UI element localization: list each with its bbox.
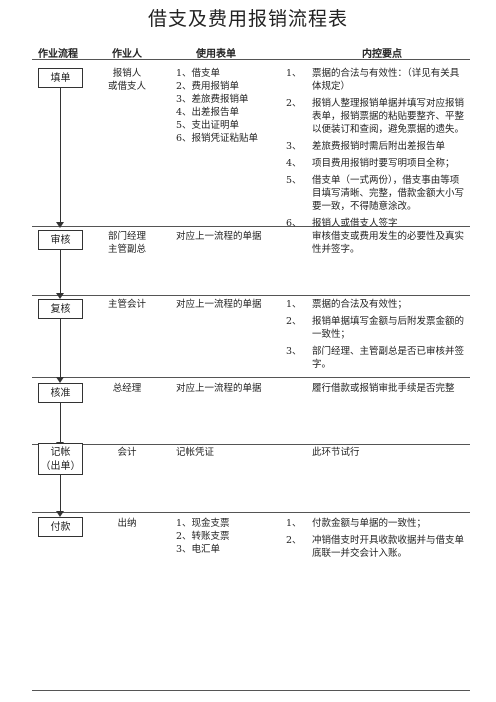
point-item: 2、报销人整理报销单据并填写对应报销表单，报销票据的粘贴要整齐、平整以便装订和查…	[286, 97, 464, 136]
point-number: 2、	[286, 98, 302, 109]
flow-step-record-line2: （出单）	[40, 461, 81, 472]
point-item: 3、差旅费报销时需后附出差报告单	[286, 140, 464, 153]
point-item: 2、冲销借支时开具收款收据并与借支单底联一并交会计入账。	[286, 534, 464, 560]
point-number: 1、	[286, 518, 302, 529]
point-text: 报销人或借支人签字	[312, 218, 398, 229]
row-divider	[32, 444, 470, 445]
point-text: 冲销借支时开具收款收据并与借支单底联一并交会计入账。	[312, 535, 465, 559]
row1-person: 报销人 或借支人	[96, 67, 158, 93]
row5-points: 此环节试行	[312, 447, 360, 458]
header-points: 内控要点	[362, 49, 402, 60]
flow-step-recheck: 复核	[38, 299, 83, 319]
point-item: 4、项目费用报销时要写明项目全称；	[286, 157, 464, 170]
flow-connector	[60, 475, 61, 515]
row1-points: 1、票据的合法与有效性：（详见有关具体规定） 2、报销人整理报销单据并填写对应报…	[286, 67, 464, 234]
form-item: 2、费用报销单	[176, 81, 240, 92]
arrow-down-icon	[56, 511, 64, 517]
point-item: 1、付款金额与单据的一致性；	[286, 517, 464, 530]
point-item: 1、票据的合法及有效性；	[286, 298, 464, 311]
flow-connector	[60, 249, 61, 297]
row5-person: 会计	[117, 447, 137, 458]
point-number: 3、	[286, 346, 302, 357]
person-line: 部门经理	[107, 231, 146, 242]
point-number: 1、	[286, 68, 302, 79]
point-text: 票据的合法及有效性；	[312, 299, 408, 310]
row3-points: 1、票据的合法及有效性； 2、报销单据填写金额与后附发票金额的一致性； 3、部门…	[286, 298, 464, 375]
row2-person: 部门经理 主管副总	[96, 230, 158, 256]
row6-forms: 1、现金支票 2、转账支票 3、电汇单	[176, 517, 266, 556]
point-item: 5、借支单（一式两份），借支事由等项目填写清晰、完整，借款金额大小写要一致，不得…	[286, 174, 464, 213]
arrow-down-icon	[56, 222, 64, 228]
row-divider	[32, 512, 470, 513]
point-text: 项目费用报销时要写明项目全称；	[312, 158, 455, 169]
page-title: 借支及费用报销流程表	[147, 8, 348, 30]
row3-person: 主管会计	[107, 299, 146, 310]
point-number: 2、	[286, 535, 302, 546]
point-number: 2、	[286, 316, 302, 327]
form-item: 2、转账支票	[176, 531, 230, 542]
point-item: 6、报销人或借支人签字	[286, 217, 464, 230]
form-item: 4、出差报告单	[176, 107, 240, 118]
row2-forms: 对应上一流程的单据	[176, 231, 262, 242]
row3-forms: 对应上一流程的单据	[176, 299, 262, 310]
flow-connector	[60, 88, 61, 226]
flow-step-review: 审核	[38, 230, 83, 250]
form-item: 3、差旅费报销单	[176, 94, 249, 105]
row6-person: 出纳	[117, 518, 137, 529]
header-form: 使用表单	[196, 49, 236, 60]
flow-step-approve: 核准	[38, 383, 83, 403]
row6-points: 1、付款金额与单据的一致性； 2、冲销借支时开具收款收据并与借支单底联一并交会计…	[286, 517, 464, 564]
point-number: 6、	[286, 218, 302, 229]
flow-step-record: 记帐 （出单）	[38, 443, 83, 475]
point-number: 1、	[286, 299, 302, 310]
row5-forms: 记帐凭证	[176, 447, 215, 458]
person-line: 或借支人	[107, 81, 146, 92]
row4-forms: 对应上一流程的单据	[176, 383, 262, 394]
point-number: 3、	[286, 141, 302, 152]
form-item: 5、支出证明单	[176, 120, 240, 131]
point-number: 5、	[286, 175, 302, 186]
point-item: 2、报销单据填写金额与后附发票金额的一致性；	[286, 315, 464, 341]
flow-step-record-line1: 记帐	[50, 447, 71, 458]
point-text: 借支单（一式两份），借支事由等项目填写清晰、完整，借款金额大小写要一致，不得随意…	[312, 175, 465, 212]
form-item: 1、现金支票	[176, 518, 230, 529]
row-divider	[32, 295, 470, 296]
header-rule	[32, 59, 470, 60]
point-item: 3、部门经理、主管副总是否已审核并签字。	[286, 345, 464, 371]
row-divider	[32, 226, 470, 227]
point-text: 部门经理、主管副总是否已审核并签字。	[312, 346, 465, 370]
person-line: 主管副总	[107, 244, 146, 255]
row2-points: 审核借支或费用发生的必要性及真实性并签字。	[312, 231, 465, 255]
arrow-down-icon	[56, 293, 64, 299]
bottom-rule	[32, 690, 470, 691]
flow-connector	[60, 319, 61, 381]
point-text: 差旅费报销时需后附出差报告单	[312, 141, 446, 152]
form-item: 3、电汇单	[176, 544, 221, 555]
flow-connector	[60, 402, 61, 446]
row4-points: 履行借款或报销审批手续是否完整	[312, 383, 455, 394]
flow-step-pay: 付款	[38, 517, 83, 537]
point-number: 4、	[286, 158, 302, 169]
person-line: 报销人	[112, 68, 142, 79]
point-text: 报销人整理报销单据并填写对应报销表单，报销票据的粘贴要整齐、平整以便装订和查阅，…	[312, 98, 465, 135]
header-flow: 作业流程	[38, 49, 78, 60]
row-divider	[32, 377, 470, 378]
point-text: 票据的合法与有效性：（详见有关具体规定）	[312, 68, 460, 92]
form-item: 1、借支单	[176, 68, 221, 79]
flow-step-fill: 填单	[38, 68, 83, 88]
form-item: 6、报销凭证粘贴单	[176, 133, 259, 144]
header-person: 作业人	[112, 49, 142, 60]
point-text: 付款金额与单据的一致性；	[312, 518, 427, 529]
arrow-down-icon	[56, 377, 64, 383]
row4-person: 总经理	[112, 383, 142, 394]
point-text: 报销单据填写金额与后附发票金额的一致性；	[312, 316, 465, 340]
row1-forms: 1、借支单 2、费用报销单 3、差旅费报销单 4、出差报告单 5、支出证明单 6…	[176, 67, 276, 145]
point-item: 1、票据的合法与有效性：（详见有关具体规定）	[286, 67, 464, 93]
